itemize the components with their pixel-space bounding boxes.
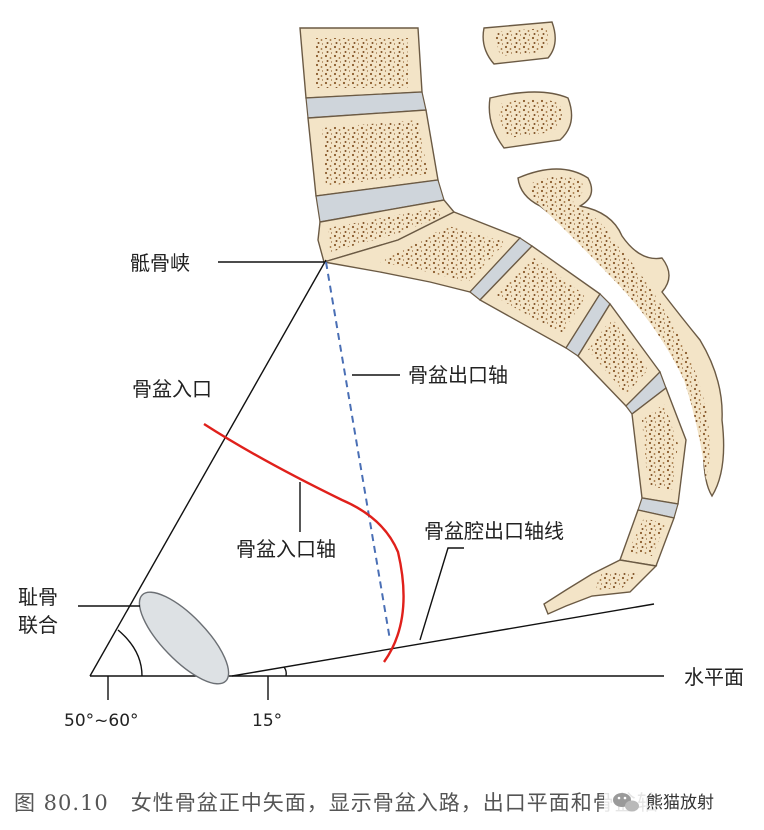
pelvic-inlet-plane: [90, 260, 326, 676]
watermark: 熊猫放射: [604, 786, 754, 816]
label-sacral-promontory: 骶骨峡: [130, 251, 190, 275]
pubic-symphysis: [126, 580, 241, 697]
label-angle-outlet: 15°: [252, 711, 282, 731]
outlet-angle-arc: [284, 667, 286, 676]
label-horizontal-plane: 水平面: [684, 665, 744, 689]
watermark-text: 熊猫放射: [646, 793, 714, 813]
label-angle-inlet: 50°~60°: [64, 711, 139, 731]
label-pubic-symphysis-line2: 联合: [18, 613, 58, 637]
label-pelvic-inlet: 骨盆入口: [132, 377, 212, 401]
pelvic-outlet-axis: [326, 262, 390, 640]
pelvic-outlet-plane: [232, 604, 654, 676]
label-outlet-axis: 骨盆出口轴: [408, 363, 508, 387]
inlet-angle-arc: [118, 630, 142, 676]
figure-caption: 图 80.10 女性骨盆正中矢面，显示骨盆入路，出口平面和骨盆轴: [14, 791, 659, 815]
label-inlet-axis: 骨盆入口轴: [236, 537, 336, 561]
label-pubic-symphysis-line1: 耻骨: [18, 585, 58, 609]
leader-cavity-outlet-axis: [420, 548, 464, 640]
label-cavity-outlet-axis-line: 骨盆腔出口轴线: [424, 519, 564, 543]
